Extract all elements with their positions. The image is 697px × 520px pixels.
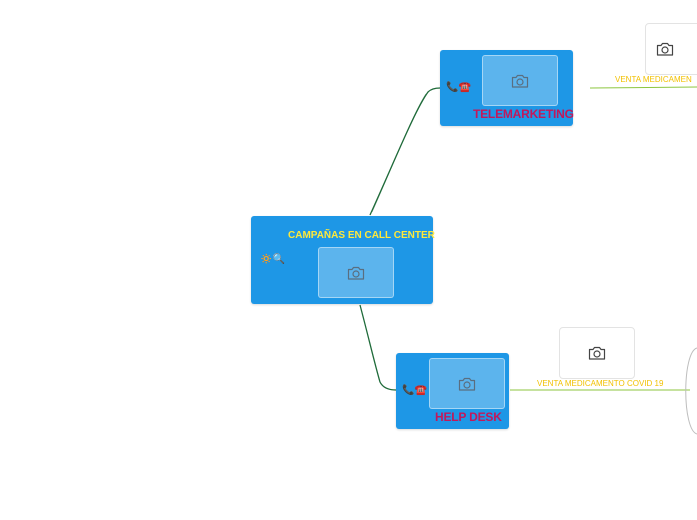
connector-central-helpdesk (359, 304, 397, 391)
camera-icon (347, 266, 365, 280)
telemarketing-branch-image[interactable] (645, 23, 697, 75)
helpdesk-branch-image[interactable] (559, 327, 635, 379)
camera-icon (458, 377, 476, 391)
telemarketing-title: TELEMARKETING (473, 107, 574, 121)
connector-central-telemarketing (369, 87, 441, 216)
telemarketing-image-placeholder[interactable] (482, 55, 558, 106)
central-topic-node[interactable]: CAMPAÑAS EN CALL CENTER 🔅🔍 (251, 216, 435, 304)
helpdesk-branch-label[interactable]: VENTA MEDICAMENTO COVID 19 (537, 379, 664, 388)
telemarketing-branch-label[interactable]: VENTA MEDICAMEN (615, 75, 692, 84)
connector-telemarketing-branch (589, 86, 697, 89)
central-topic-title: CAMPAÑAS EN CALL CENTER (288, 230, 435, 241)
central-image-placeholder[interactable] (318, 247, 394, 298)
connector-helpdesk-subbranch (685, 347, 697, 435)
camera-icon (511, 74, 529, 88)
helpdesk-topic-node[interactable]: 📞☎️ HELP DESK (396, 353, 509, 429)
camera-icon (588, 346, 606, 360)
telemarketing-icons: 📞☎️ (446, 82, 471, 93)
central-topic-icons: 🔅🔍 (260, 254, 285, 265)
helpdesk-title: HELP DESK (435, 410, 502, 424)
camera-icon (656, 42, 674, 56)
helpdesk-image-placeholder[interactable] (429, 358, 505, 409)
helpdesk-icons: 📞☎️ (402, 385, 427, 396)
telemarketing-topic-node[interactable]: 📞☎️ TELEMARKETING (440, 50, 574, 126)
